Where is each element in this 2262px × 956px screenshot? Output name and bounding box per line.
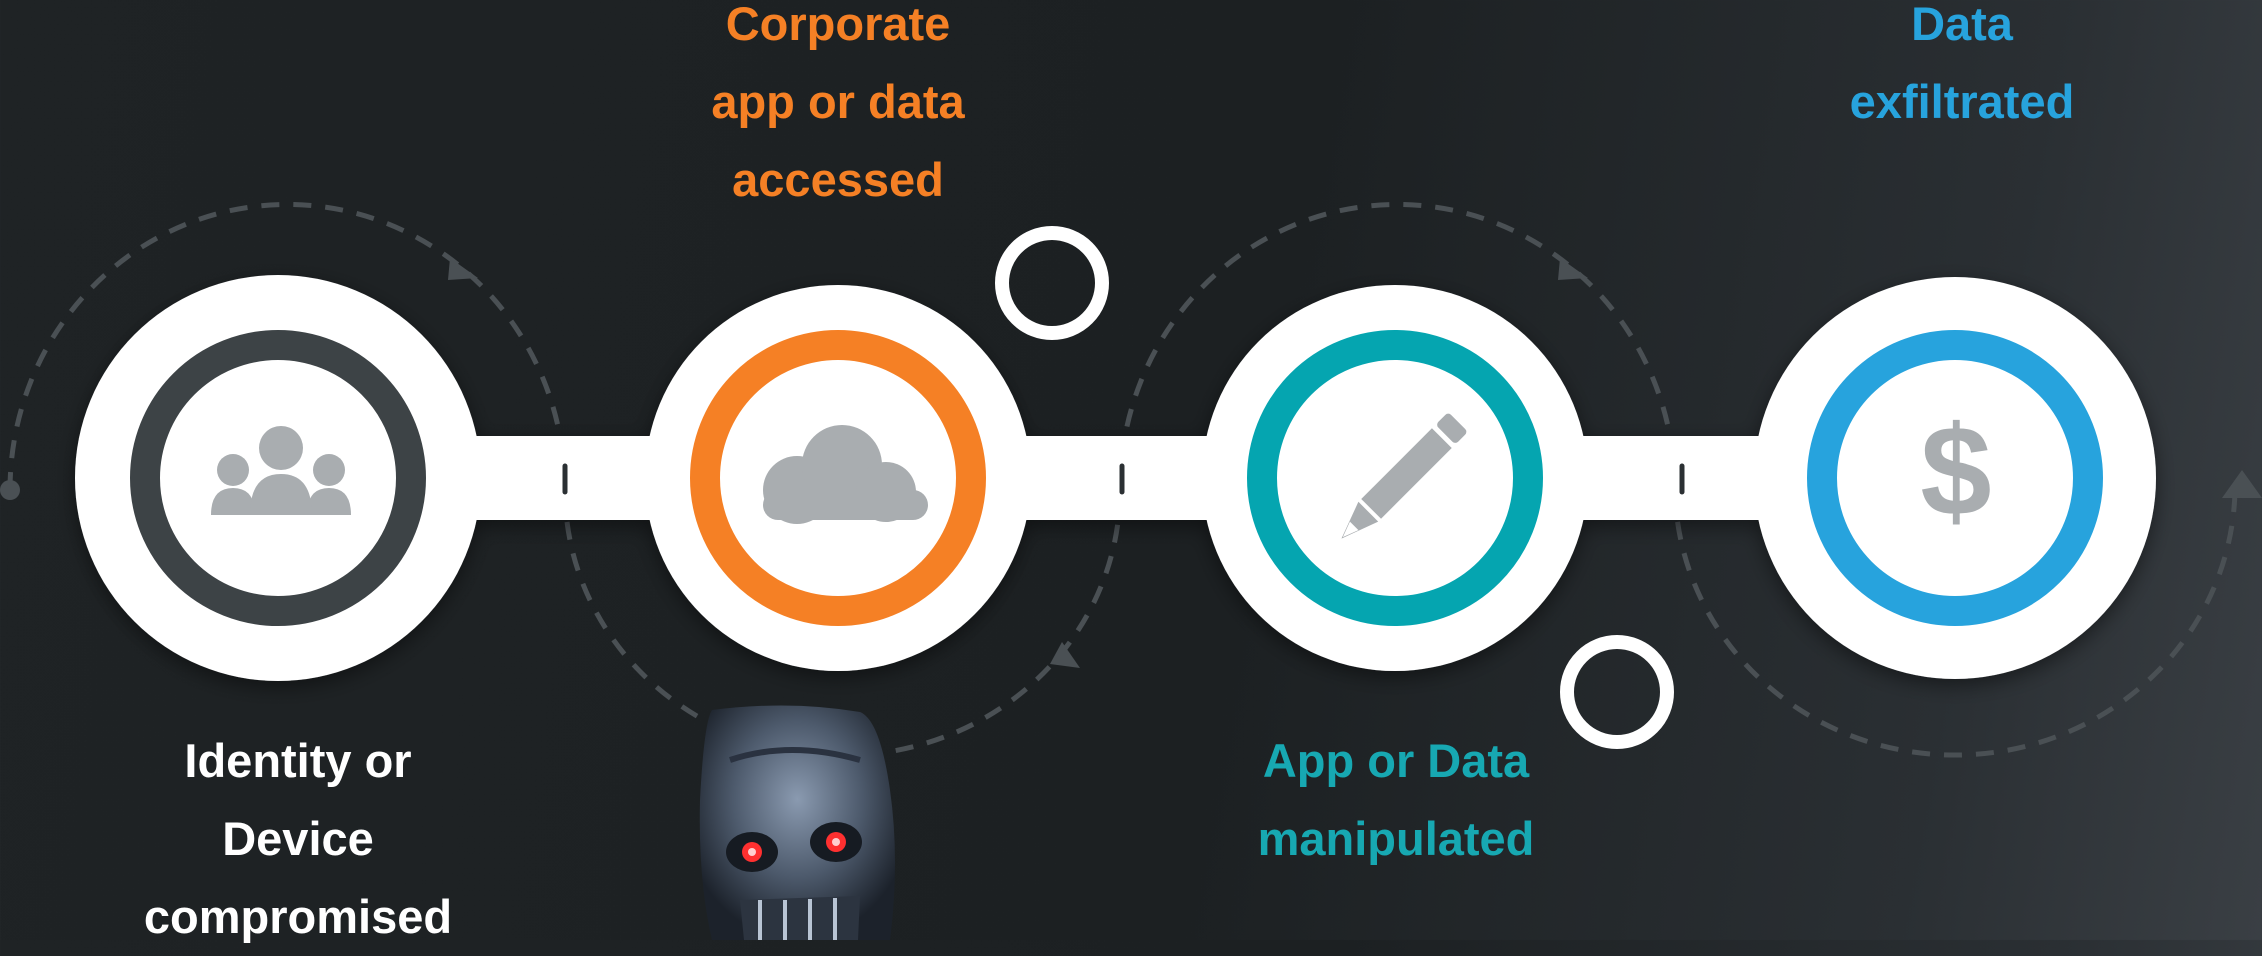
connector-ticks xyxy=(562,463,1685,495)
stage-ring-manipulate xyxy=(1247,330,1543,626)
label-app-accessed: Corporate app or data accessed xyxy=(638,0,1038,219)
svg-text:$: $ xyxy=(1920,400,1991,543)
arc-start-dot xyxy=(0,480,20,500)
label-line: Data xyxy=(1911,0,2013,50)
label-data-exfiltrated: Data exfiltrated xyxy=(1762,0,2162,141)
label-data-manipulated: App or Data manipulated xyxy=(1196,722,1596,878)
label-line: compromised xyxy=(143,890,453,943)
node-track xyxy=(75,275,2156,681)
stage-ring-identity xyxy=(130,330,426,626)
stage-ring-exfiltrate xyxy=(1807,330,2103,626)
label-line: accessed xyxy=(732,153,944,206)
arrowhead-3 xyxy=(1558,258,1588,280)
dashed-arc-3 xyxy=(1117,201,1678,491)
decorative-ring-1 xyxy=(995,226,1109,340)
label-identity-compromised: Identity or Device compromised xyxy=(98,722,498,956)
label-line: Corporate xyxy=(725,0,951,50)
label-line: Device xyxy=(222,812,374,865)
stage-ring-access xyxy=(690,330,986,626)
label-line: exfiltrated xyxy=(1849,75,2075,128)
label-line: Identity or xyxy=(184,734,412,787)
dashed-arc-1 xyxy=(7,201,568,491)
robot-skull-image xyxy=(699,705,895,940)
arrowhead-1 xyxy=(448,258,478,280)
label-line: app or data xyxy=(711,75,965,128)
people-icon xyxy=(211,426,351,515)
arrowhead-4 xyxy=(2222,470,2262,498)
dollar-icon: $ xyxy=(1920,400,1991,543)
label-line: manipulated xyxy=(1257,812,1535,865)
decorative-ring-2 xyxy=(1560,635,1674,749)
pencil-icon xyxy=(1341,413,1467,539)
arrowhead-2 xyxy=(1050,642,1080,668)
arc-arrowheads xyxy=(448,258,2262,668)
cloud-icon xyxy=(763,425,928,524)
dashed-arc-4 xyxy=(1672,479,2238,758)
label-line: App or Data xyxy=(1262,734,1530,787)
